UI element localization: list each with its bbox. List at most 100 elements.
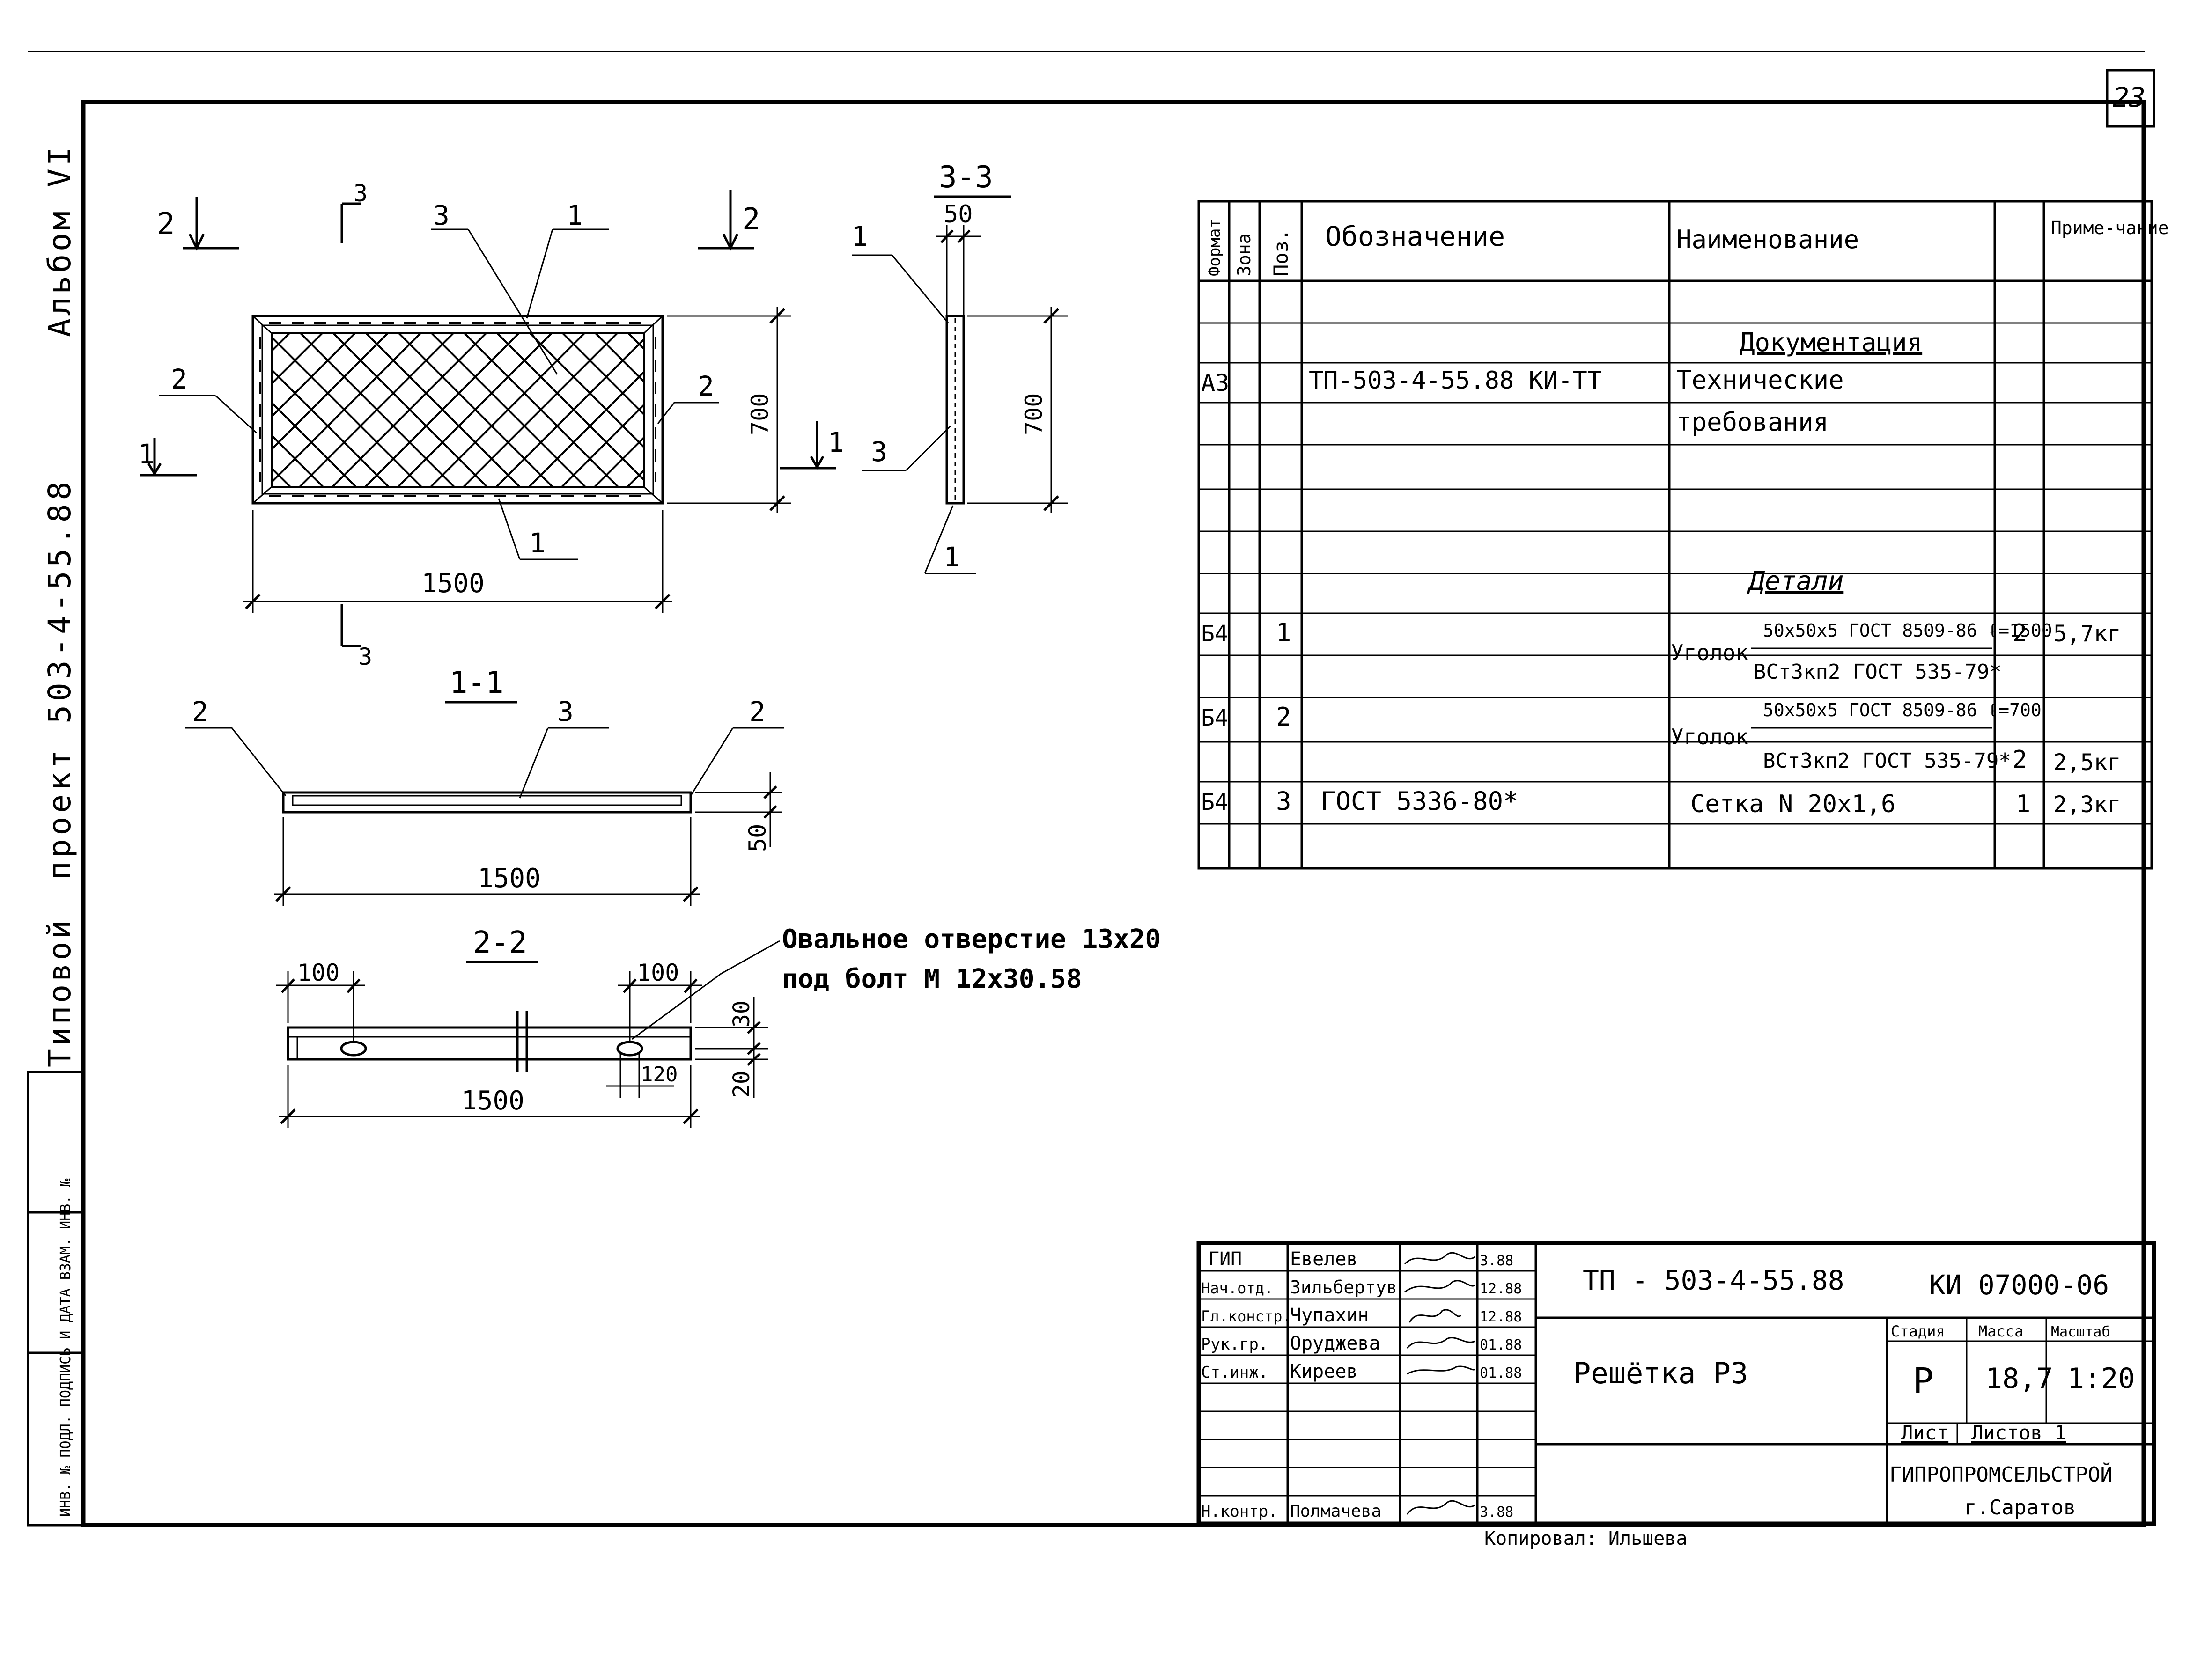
- plan-view: 2 2 3 3 1 1 3 1 2 2 1: [138, 180, 844, 670]
- spec-row1-name-bottom: ВСт3кп2 ГОСТ 535-79*: [1754, 660, 2002, 684]
- spec-row3-name-main: Сетка N 20x1,6: [1690, 790, 1895, 818]
- section-1-1-pos-2-left: 2: [192, 696, 208, 727]
- tb-sheets-label: Листов 1: [1971, 1421, 2066, 1444]
- section-3-3-pos-1-bottom: 1: [944, 541, 960, 573]
- tb-date-5: 01.88: [1480, 1365, 1522, 1381]
- tb-org: ГИПРОПРОМСЕЛЬСТРОЙ: [1889, 1462, 2113, 1487]
- section-1-1: 1-1 2 3 2 1500 50: [185, 666, 784, 906]
- spec-row2-qty: 2: [2013, 746, 2027, 774]
- spec-header-pos: Поз.: [1269, 229, 1292, 276]
- signature-2: [1404, 1280, 1476, 1293]
- tb-name-3: Чупахин: [1290, 1305, 1369, 1326]
- copied-by: Копировал: Ильшева: [1484, 1528, 1687, 1549]
- tb-stage-label: Стадия: [1891, 1322, 1945, 1340]
- section-2-2-dim-20: 20: [729, 1071, 755, 1098]
- tb-stage: Р: [1913, 1361, 1934, 1401]
- plan-dim-height: 700: [746, 393, 774, 435]
- cut-mark-1-left: 1: [138, 438, 155, 470]
- signature-control: [1406, 1500, 1475, 1515]
- plan-pos-2-left: 2: [171, 363, 187, 395]
- spec-header-note: Приме-чание: [2051, 218, 2169, 238]
- section-2-2: 2-2 100 100 Овальное отверстие 13x20 под…: [276, 924, 1161, 1128]
- spec-doc-designation: ТП-503-4-55.88 КИ-ТТ: [1309, 367, 1602, 395]
- tb-mass: 18,7: [1985, 1362, 2053, 1395]
- tb-name-1: Евелев: [1290, 1248, 1358, 1270]
- section-2-2-dim-120: 120: [641, 1063, 678, 1086]
- title-block: ГИП Евелев 3.88 Нач.отд. Зильбертув 12.8…: [1196, 1241, 2156, 1526]
- cut-mark-1-right: 1: [828, 426, 844, 458]
- project-label: проект 503-4-55.88: [42, 478, 78, 880]
- sheet-frame: [27, 51, 2155, 1527]
- section-2-2-title: 2-2: [473, 925, 527, 960]
- spec-row3-qty: 1: [2016, 790, 2030, 818]
- section-1-1-title: 1-1: [450, 666, 504, 700]
- plan-pos-1-top: 1: [567, 199, 583, 231]
- spec-doc-name-line2: требования: [1676, 407, 1829, 437]
- spec-row1-format: Б4: [1201, 621, 1228, 647]
- tb-role-control: Н.контр.: [1201, 1502, 1278, 1521]
- tb-name-5: Киреев: [1290, 1361, 1358, 1382]
- tb-date-4: 01.88: [1480, 1337, 1522, 1353]
- spec-row1-qty: 2: [2013, 619, 2027, 647]
- spec-row3-format: Б4: [1201, 789, 1228, 815]
- spec-header-format: Формат: [1205, 219, 1224, 276]
- tb-name-4: Оруджева: [1290, 1333, 1380, 1354]
- cut-mark-2-left: 2: [157, 207, 175, 242]
- tb-sheet-label: Лист: [1901, 1421, 1948, 1444]
- stamp-label: ИНВ. № ПОДЛ. ПОДПИСЬ И ДАТА ВЗАМ. ИНВ. №: [58, 1179, 74, 1517]
- sheet-number: 23: [2113, 81, 2146, 113]
- tb-scale: 1:20: [2067, 1362, 2135, 1395]
- plan-dim-width: 1500: [421, 568, 485, 599]
- spec-doc-format: A3: [1201, 369, 1229, 396]
- tb-mass-label: Масса: [1978, 1322, 2023, 1340]
- album-label: Альбом VI: [42, 144, 78, 337]
- spec-header-designation: Обозначение: [1325, 220, 1505, 252]
- spec-row2-format: Б4: [1201, 705, 1228, 731]
- spec-row2-name-main: Уголок: [1671, 724, 1748, 749]
- cut-mark-3-bottom: 3: [358, 643, 372, 670]
- tb-role-1: ГИП: [1208, 1248, 1242, 1270]
- spec-header-name: Наименование: [1676, 225, 1859, 254]
- tb-date-3: 12.88: [1480, 1309, 1522, 1325]
- section-1-1-pos-3: 3: [557, 696, 574, 727]
- section-2-2-dim-width: 1500: [461, 1086, 524, 1116]
- tb-drawing-title: Решётка Р3: [1573, 1356, 1748, 1390]
- tb-city: г.Саратов: [1964, 1496, 2076, 1520]
- signature-1: [1404, 1252, 1475, 1265]
- spec-row1-name-main: Уголок: [1671, 640, 1748, 665]
- cut-mark-2-right: 2: [742, 202, 760, 237]
- cut-mark-3-top: 3: [354, 180, 368, 207]
- section-1-1-dim-width: 1500: [478, 863, 541, 894]
- tb-date-1: 3.88: [1480, 1253, 1513, 1269]
- tb-doc-code: ТП - 503-4-55.88: [1583, 1264, 1844, 1296]
- signature-4: [1406, 1337, 1475, 1349]
- tb-scale-label: Масштаб: [2051, 1324, 2110, 1340]
- signature-3: [1408, 1309, 1462, 1323]
- tb-date-control: 3.88: [1480, 1504, 1513, 1520]
- tb-name-control: Полмачева: [1290, 1502, 1381, 1521]
- section-1-1-pos-2-right: 2: [749, 696, 766, 727]
- tb-role-2: Нач.отд.: [1201, 1279, 1273, 1297]
- spec-table: Формат Зона Поз. Обозначение Наименовани…: [1197, 200, 2169, 870]
- spec-row1-note: 5,7кг: [2053, 621, 2121, 647]
- spec-row3-note: 2,3кг: [2053, 792, 2121, 818]
- tb-name-2: Зильбертув: [1290, 1277, 1397, 1298]
- spec-row1-name-top: 50x50x5 ГОСТ 8509-86 ℓ=1500: [1763, 620, 2052, 641]
- section-2-2-dim-30: 30: [729, 1000, 755, 1028]
- section-3-3-pos-3: 3: [871, 436, 887, 468]
- spec-header-zone: Зона: [1234, 233, 1254, 276]
- section-3-3-dim-thickness: 50: [944, 200, 973, 228]
- spec-doc-name-line1: Технические: [1676, 365, 1844, 395]
- spec-section-details: Детали: [1747, 566, 1843, 596]
- plan-pos-1-bottom: 1: [529, 527, 546, 559]
- section-3-3: 3-3 50 1 3 1 700: [851, 160, 1068, 574]
- section-3-3-title: 3-3: [939, 160, 993, 195]
- signature-5: [1407, 1365, 1476, 1375]
- plan-pos-3: 3: [433, 199, 450, 231]
- spec-row1-pos: 1: [1276, 618, 1291, 647]
- tb-role-5: Ст.инж.: [1201, 1363, 1268, 1382]
- section-3-3-pos-1-top: 1: [851, 220, 868, 252]
- tb-role-4: Рук.гр.: [1201, 1335, 1268, 1354]
- spec-row2-note: 2,5кг: [2053, 749, 2121, 776]
